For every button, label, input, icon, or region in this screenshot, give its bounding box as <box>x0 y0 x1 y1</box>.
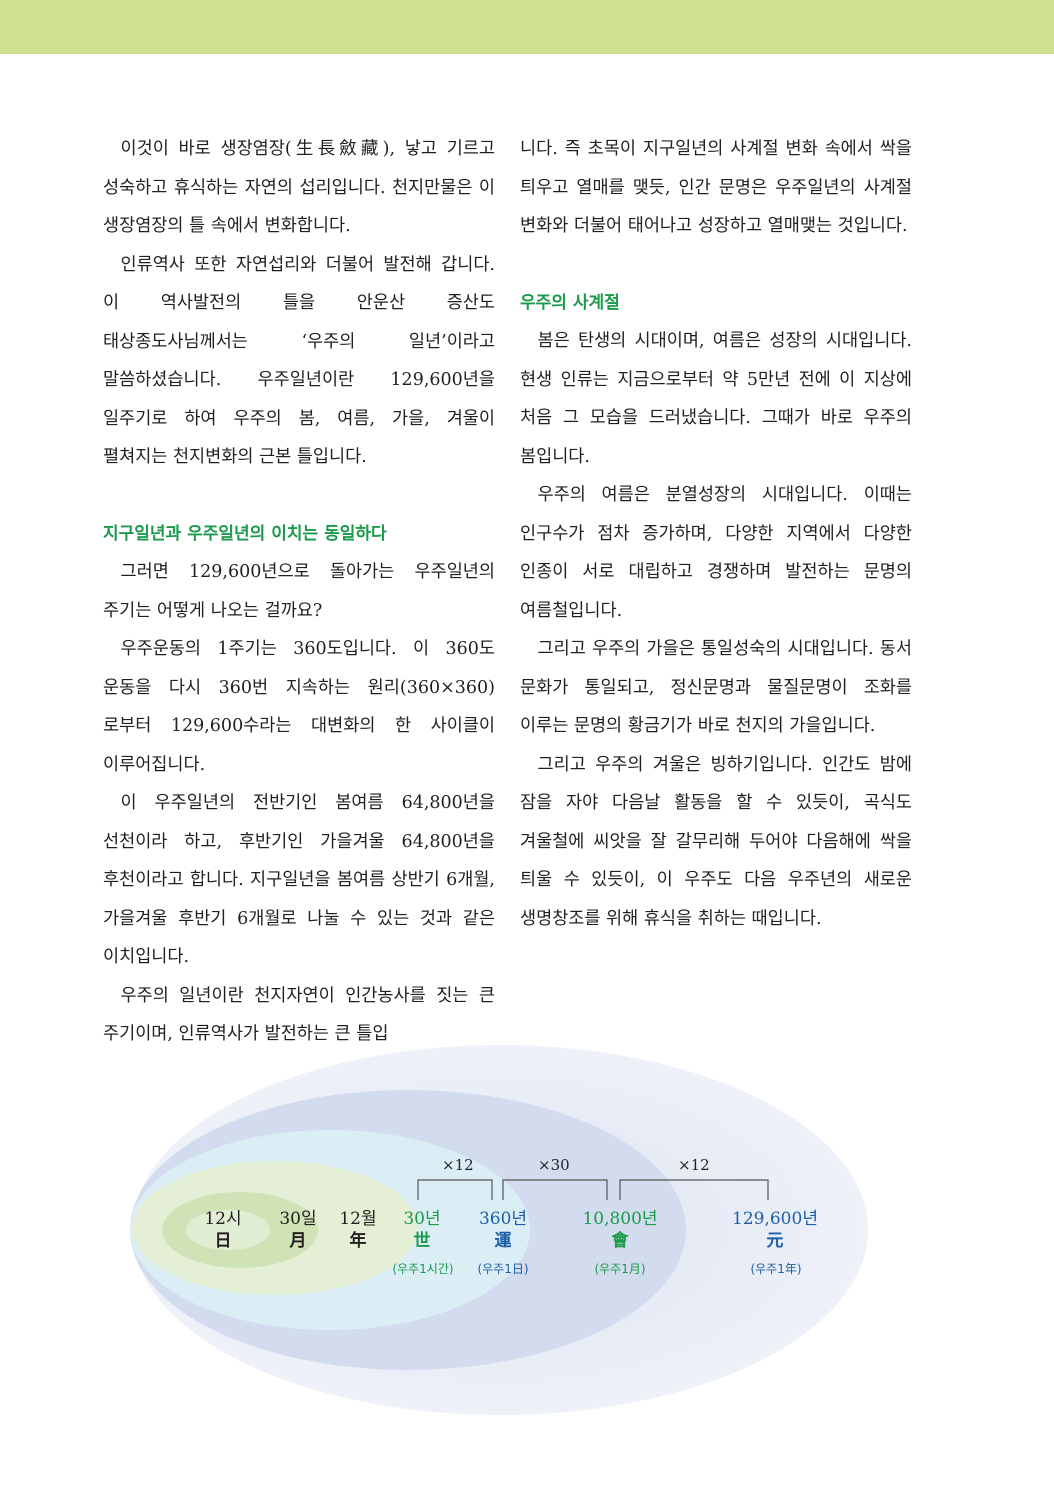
multiplier-label: ×12 <box>678 1156 710 1174</box>
paragraph: 우주의 여름은 분열성장의 시대입니다. 이때는 인구수가 점차 증가하며, 다… <box>520 485 912 621</box>
paragraph: 그리고 우주의 겨울은 빙하기입니다. 인간도 밤에 잠을 자야 다음날 활동을… <box>520 754 912 929</box>
right-column: 니다. 즉 초목이 지구일년의 사계절 변화 속에서 싹을 틔우고 열매를 맺듯… <box>520 130 912 938</box>
paragraph: 니다. 즉 초목이 지구일년의 사계절 변화 속에서 싹을 틔우고 열매를 맺듯… <box>520 139 912 236</box>
unit-note: (우주1日) <box>477 1262 529 1276</box>
paragraph: 그리고 우주의 가을은 통일성숙의 시대입니다. 동서 문화가 통일되고, 정신… <box>520 639 912 736</box>
paragraph: 그러면 129,600년으로 돌아가는 우주일년의 주기는 어떻게 나오는 걸까… <box>103 562 495 621</box>
multiplier-label: ×30 <box>538 1156 570 1174</box>
paragraph: 봄은 탄생의 시대이며, 여름은 성장의 시대입니다. 현생 인류는 지금으로부… <box>520 331 912 467</box>
section-heading: 우주의 사계절 <box>520 292 620 313</box>
unit-note: (우주1시간) <box>392 1262 454 1276</box>
paragraph: 이 우주일년의 전반기인 봄여름 64,800년을 선천이라 하고, 후반기인 … <box>103 793 495 967</box>
multiplier-label: ×12 <box>442 1156 474 1174</box>
paragraph: 우주의 일년이란 천지자연이 인간농사를 짓는 큰 주기이며, 인류역사가 발전… <box>103 985 495 1045</box>
paragraph: 우주운동의 1주기는 360도입니다. 이 360도 운동을 다시 360번 지… <box>103 639 495 775</box>
unit-note: (우주1月) <box>594 1262 646 1276</box>
nested-ellipses <box>130 1045 868 1415</box>
paragraph: 이것이 바로 생장염장(生長斂藏), 낳고 기르고 성숙하고 휴식하는 자연의 … <box>103 139 495 236</box>
left-column: 이것이 바로 생장염장(生長斂藏), 낳고 기르고 성숙하고 휴식하는 자연의 … <box>103 130 495 1054</box>
top-color-band <box>0 0 1054 54</box>
paragraph: 인류역사 또한 자연섭리와 더불어 발전해 갑니다. 이 역사발전의 틀을 안운… <box>103 254 495 468</box>
section-heading: 지구일년과 우주일년의 이치는 동일하다 <box>103 523 387 544</box>
ellipse-day <box>186 1210 270 1250</box>
unit-note: (우주1年) <box>750 1262 802 1276</box>
brackets <box>417 1179 769 1200</box>
